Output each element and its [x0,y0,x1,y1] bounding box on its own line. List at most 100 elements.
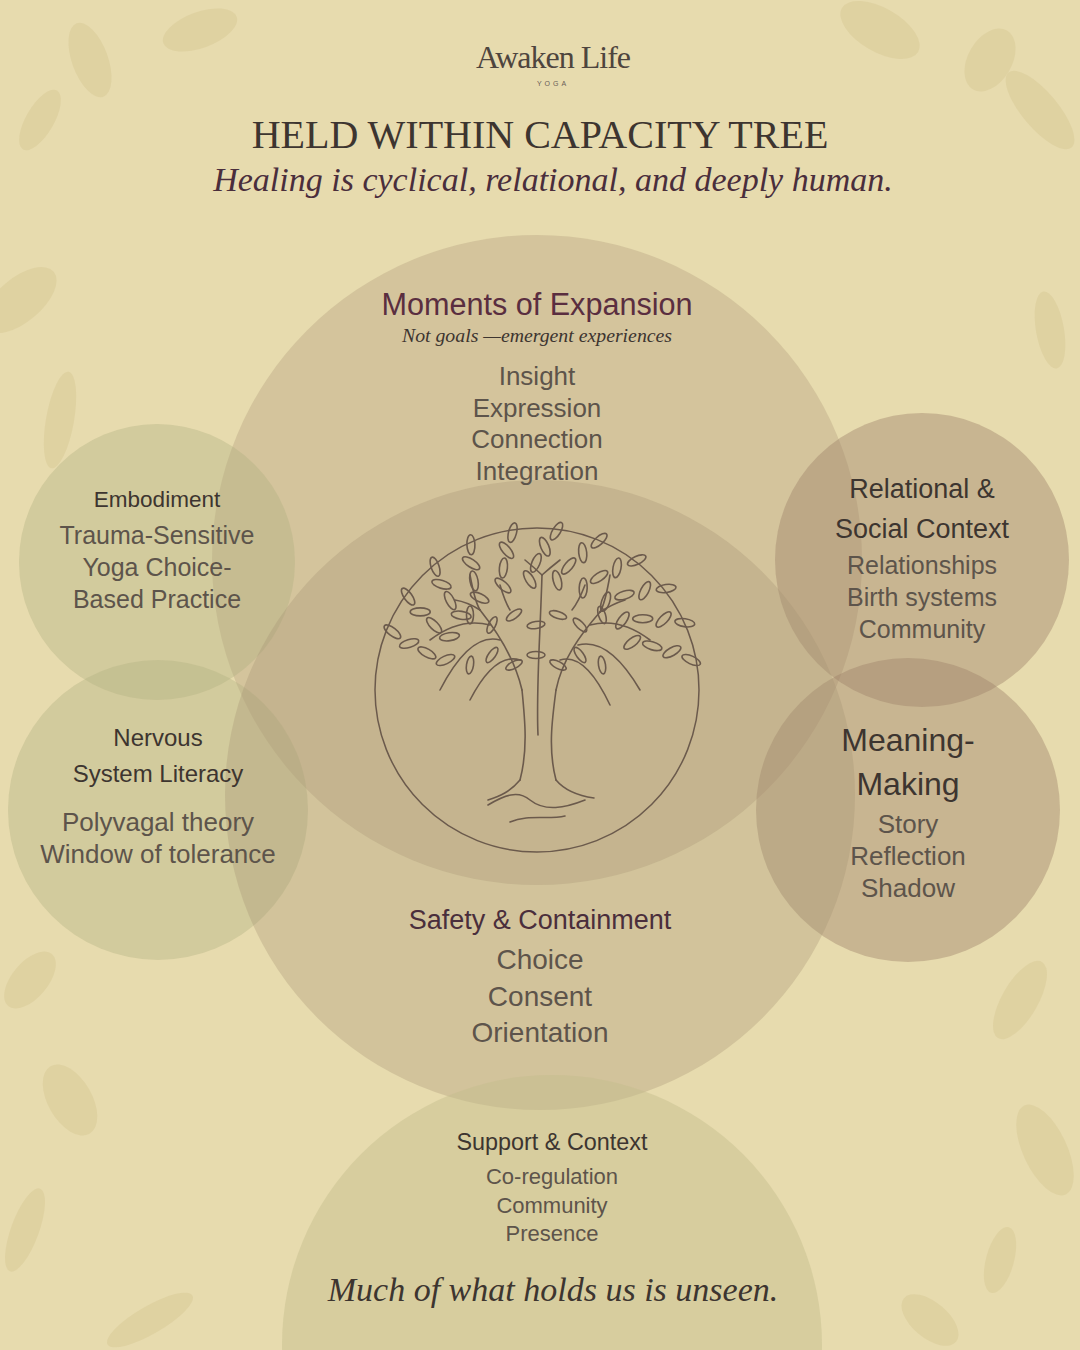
tree-branch [470,575,480,610]
node-heading: Moments of Expansion [212,285,862,323]
tree-limb [480,575,600,735]
tree-leaf [506,522,519,543]
background-leaf [101,1283,200,1350]
circle-node: EmbodimentTrauma-Sensitive Yoga Choice-B… [19,424,295,700]
circle-fill [282,1075,822,1350]
tree-leaf [611,557,623,578]
tree-leaf [589,568,610,586]
logo-text: Awaken Life [476,39,630,75]
tree-leaf [654,610,674,630]
tree-leaf [571,616,589,634]
tree-branch [470,659,520,700]
background-leaf [995,61,1080,159]
tree-leaf [572,646,588,665]
background-leaf [831,0,929,71]
tree-leaf [589,531,609,550]
node-body: Co-regulation Community Presence [467,1163,637,1249]
node-body: Not goals —emergent experiences [212,323,862,347]
logo-subtext: YOGA [537,79,569,88]
node-body: Trauma-Sensitive Yoga Choice-Based Pract… [52,519,262,615]
tree-branch [600,575,610,612]
background-leaf [892,1284,967,1350]
tree-leaf [633,615,653,623]
node-text-box: Relational & Social ContextRelationships… [775,469,1069,645]
tree-branch [600,600,625,612]
tree-branch [542,560,560,575]
tree-ground [488,795,585,822]
tree-leaf [435,652,457,668]
tree-leaf [467,535,476,555]
tree-leaf [548,521,565,542]
background-leaf [157,0,243,60]
background-leaf [1029,289,1070,371]
tree-branch [572,585,585,610]
tree-leaf [548,609,567,621]
tree-leaf [439,631,460,642]
tree-leaf [578,542,588,563]
tree-leaf [399,586,417,607]
tree-root [488,780,594,800]
tree-leaf [527,652,545,659]
node-body: Relationships Birth systems Community [822,549,1022,645]
tree-leaf [451,610,472,621]
tree-drawing [382,521,702,822]
tree-leaf [467,606,474,624]
subtitle: Healing is cyclical, relational, and dee… [213,160,893,200]
tree-leaf [382,623,403,642]
node-heading: Relational & Social Context [817,469,1027,549]
tree-leaf [674,617,695,628]
background-leaf [1004,1096,1080,1203]
background-leaf [978,1224,1023,1297]
node-text-box: Support & ContextCo-regulation Community… [282,1125,822,1249]
tree-leaf [596,605,608,624]
background-leaf [982,953,1057,1047]
tree-branch [455,600,480,610]
tree-leaf [416,645,437,662]
tree-leaf [424,615,444,635]
background-leaf [0,942,66,1017]
tree-branch [430,623,490,640]
circle-fill [19,424,295,700]
node-heading: Nervous System Literacy [71,720,245,792]
node-body: Insight Expression Connection Integratio… [471,361,603,487]
tree-leaf [428,556,442,578]
node-body: Choice Consent Orientation [472,942,609,1052]
background-leaf [954,20,1026,101]
node-text-box: Safety & ContainmentChoice Consent Orien… [225,900,855,1052]
node-heading: Safety & Containment [225,900,855,940]
circle-node: Safety & ContainmentChoice Consent Orien… [225,480,855,1110]
tree-leaf [461,554,482,572]
circle-node: Support & ContextCo-regulation Community… [282,1075,822,1350]
tree-frame [375,528,699,852]
tree-leaf [465,656,475,675]
background-leaf [0,1184,53,1276]
tree-leaf [431,578,452,591]
tree-leaf [485,615,499,634]
tree-branch [578,644,640,690]
node-body: Story Reflection Shadow [850,808,966,904]
tree-branch [500,585,510,610]
background-leaf [0,255,68,345]
tree-leaf [398,637,419,650]
title: HELD WITHIN CAPACITY TREE [252,112,829,158]
tree-leaf [614,588,635,601]
tree-leaf [626,553,648,569]
tree-leaf [469,590,491,606]
tree-leaf [661,643,682,660]
tree-leaf [468,570,480,591]
tree-leaf [484,646,500,665]
tree-leaf [597,656,607,675]
tree-trunk [520,690,556,780]
tree-leaf [521,569,538,590]
tree-leaf [493,576,513,595]
background-leaf [60,17,121,103]
node-heading: Embodiment [19,484,295,516]
tree-leaf [599,591,613,613]
background-leaf [11,84,69,157]
tree-leaf [551,570,564,591]
tree-leaf [527,620,546,630]
tree-leaf [442,590,458,611]
tree-leaf [656,583,677,594]
node-text-box: EmbodimentTrauma-Sensitive Yoga Choice-B… [19,484,295,615]
